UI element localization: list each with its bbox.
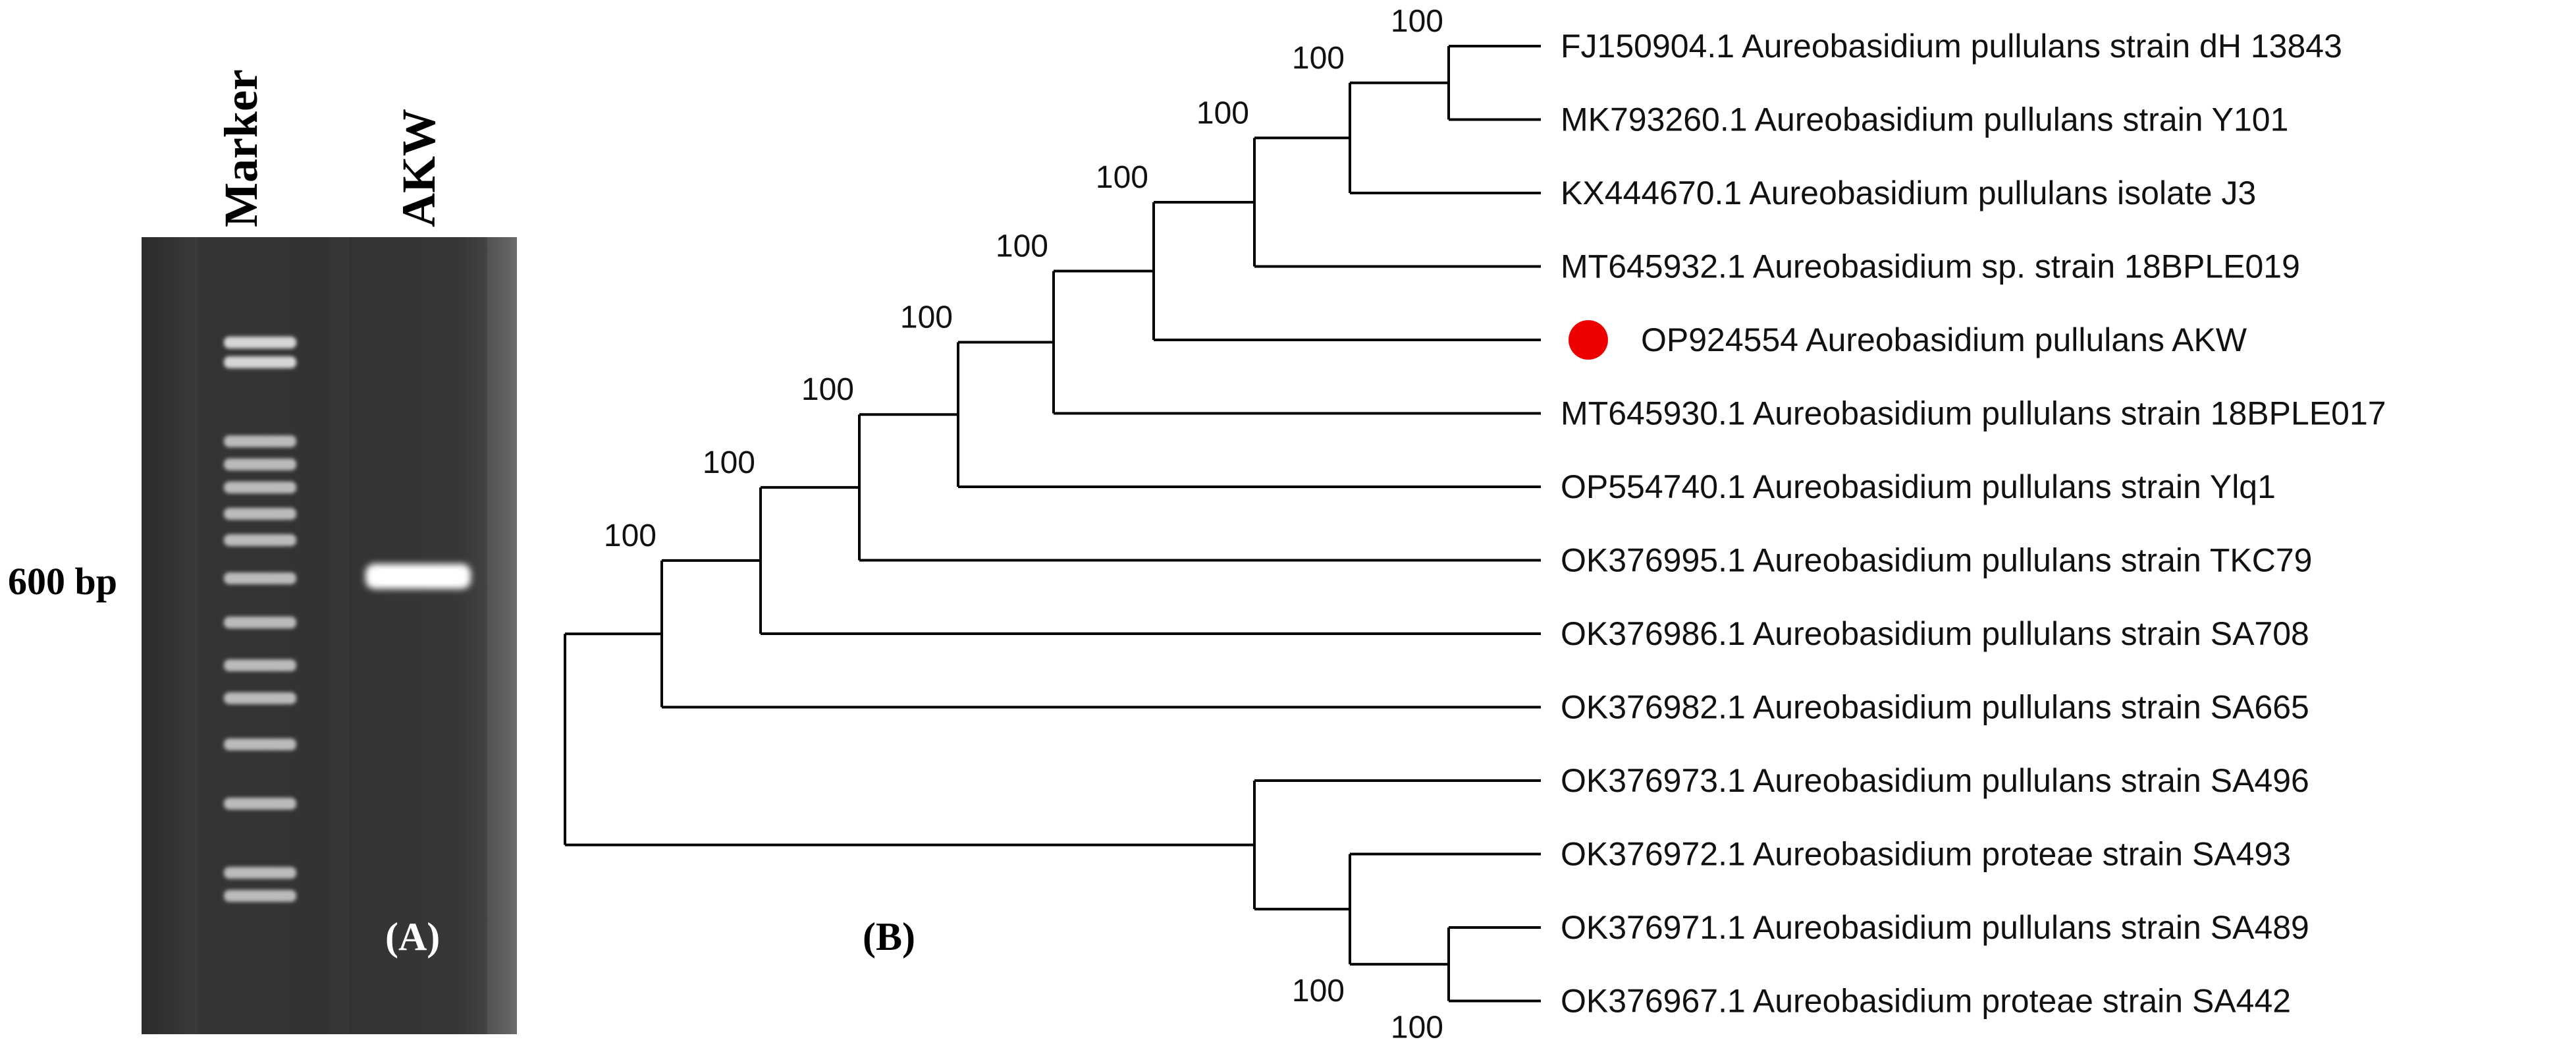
leaf-label: OP924554 Aureobasidium pullulans AKW <box>1641 321 2247 358</box>
tree-leaf: OK376995.1 Aureobasidium pullulans strai… <box>1561 542 2312 579</box>
lane-label-marker: Marker <box>215 69 267 227</box>
gel-panel: Marker AKW 600 bp (A) <box>8 69 517 1034</box>
bootstrap-values: 100 100 100 100 100 100 100 100 100 100 100 <box>604 4 1443 1045</box>
tree-leaf: MT645930.1 Aureobasidium pullulans strai… <box>1561 395 2386 432</box>
ladder-band <box>224 798 296 810</box>
ladder-band <box>224 890 296 902</box>
leaf-label: FJ150904.1 Aureobasidium pullulans strai… <box>1561 28 2342 65</box>
tree-leaf: OK376986.1 Aureobasidium pullulans strai… <box>1561 615 2309 652</box>
leaf-label: OK376967.1 Aureobasidium proteae strain … <box>1561 983 2291 1020</box>
bootstrap-value: 100 <box>1292 974 1345 1009</box>
leaf-label: OK376986.1 Aureobasidium pullulans strai… <box>1561 615 2309 652</box>
bootstrap-value: 100 <box>1391 1010 1443 1045</box>
leaf-label: OK376982.1 Aureobasidium pullulans strai… <box>1561 689 2309 726</box>
leaf-label: OK376971.1 Aureobasidium pullulans strai… <box>1561 909 2309 946</box>
tree-leaf: MK793260.1 Aureobasidium pullulans strai… <box>1561 101 2288 138</box>
tree-leaf: OK376967.1 Aureobasidium proteae strain … <box>1561 983 2291 1020</box>
tree-leaves: FJ150904.1 Aureobasidium pullulans strai… <box>1561 28 2386 1020</box>
ladder-band <box>224 692 296 704</box>
bootstrap-value: 100 <box>996 229 1048 263</box>
leaf-label: MT645930.1 Aureobasidium pullulans strai… <box>1561 395 2386 432</box>
highlight-dot-icon <box>1569 320 1608 360</box>
tree-leaf: OK376982.1 Aureobasidium pullulans strai… <box>1561 689 2309 726</box>
bootstrap-value: 100 <box>900 300 953 335</box>
bootstrap-value: 100 <box>703 445 755 480</box>
ladder-band <box>224 659 296 671</box>
leaf-label: MK793260.1 Aureobasidium pullulans strai… <box>1561 101 2288 138</box>
tree-branches <box>564 45 1541 1003</box>
ladder-band <box>224 435 296 447</box>
leaf-label: MT645932.1 Aureobasidium sp. strain 18BP… <box>1561 248 2300 285</box>
gel-lane-sample <box>349 237 487 1034</box>
ladder-band <box>224 508 296 520</box>
bootstrap-value: 100 <box>604 518 657 553</box>
ladder-band <box>224 572 296 584</box>
phylogenetic-tree: 100 100 100 100 100 100 100 100 100 100 100 FJ1509… <box>564 4 2386 1045</box>
tree-leaf: OK376973.1 Aureobasidium pullulans strai… <box>1561 762 2309 799</box>
ladder-band <box>224 534 296 546</box>
tree-leaf: OK376972.1 Aureobasidium proteae strain … <box>1561 836 2291 873</box>
ladder-band <box>224 617 296 628</box>
leaf-label: OK376973.1 Aureobasidium pullulans strai… <box>1561 762 2309 799</box>
tree-leaf: OP554740.1 Aureobasidium pullulans strai… <box>1561 468 2276 505</box>
panel-label-a: (A) <box>385 915 440 958</box>
leaf-label: OK376972.1 Aureobasidium proteae strain … <box>1561 836 2291 873</box>
ladder-band <box>224 337 296 348</box>
lane-label-akw: AKW <box>392 109 445 227</box>
ladder-band <box>224 458 296 470</box>
tree-leaf: FJ150904.1 Aureobasidium pullulans strai… <box>1561 28 2342 65</box>
ladder-band <box>224 867 296 879</box>
leaf-label: OP554740.1 Aureobasidium pullulans strai… <box>1561 468 2276 505</box>
tree-leaf: KX444670.1 Aureobasidium pullulans isola… <box>1561 175 2256 211</box>
bootstrap-value: 100 <box>801 372 854 407</box>
leaf-label: OK376995.1 Aureobasidium pullulans strai… <box>1561 542 2312 579</box>
tree-leaf: MT645932.1 Aureobasidium sp. strain 18BP… <box>1561 248 2300 285</box>
bootstrap-value: 100 <box>1096 160 1148 195</box>
tree-leaf: OK376971.1 Aureobasidium pullulans strai… <box>1561 909 2309 946</box>
ladder-bands <box>224 337 296 902</box>
bootstrap-value: 100 <box>1196 96 1249 130</box>
panel-label-b: (B) <box>863 915 915 958</box>
sample-band-core <box>375 569 461 584</box>
ladder-band <box>224 356 296 368</box>
ladder-band <box>224 738 296 750</box>
bootstrap-value: 100 <box>1391 4 1443 39</box>
bootstrap-value: 100 <box>1292 41 1345 76</box>
tree-leaf: OP924554 Aureobasidium pullulans AKW <box>1569 320 2247 360</box>
size-label: 600 bp <box>8 560 117 603</box>
leaf-label: KX444670.1 Aureobasidium pullulans isola… <box>1561 175 2256 211</box>
ladder-band <box>224 482 296 493</box>
